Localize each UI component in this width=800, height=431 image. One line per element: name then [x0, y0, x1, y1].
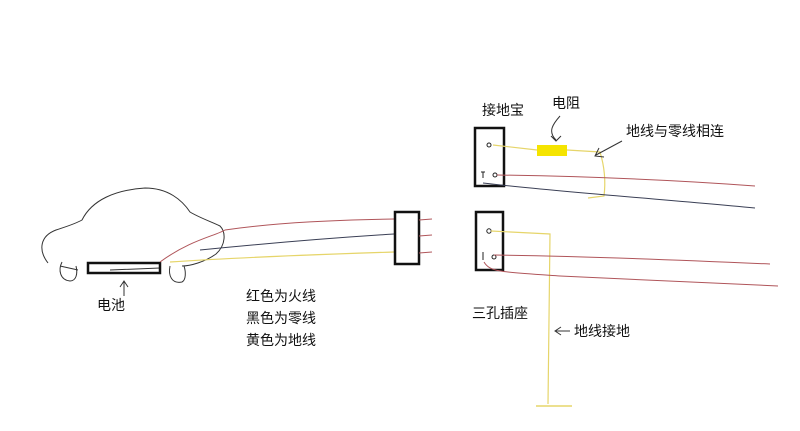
socket-live-wire [493, 254, 771, 265]
ground-box-label: 接地宝 [482, 103, 524, 119]
ground-connection-label: 地线接地 [574, 324, 630, 340]
socket-box [474, 210, 505, 272]
ground-box-hole-right [492, 172, 498, 178]
connector-stubs [418, 218, 433, 254]
ground-box-hole-top [486, 142, 492, 148]
socket-ground-wire [490, 230, 551, 405]
legend-neutral: 黑色为零线 [246, 311, 316, 327]
live-wire-car [159, 218, 395, 263]
connector-box [393, 210, 421, 266]
ground-wire-car [169, 251, 395, 263]
legend-ground: 黄色为地线 [246, 333, 316, 349]
car-rear-wheel [59, 261, 78, 282]
wire-color-legend: 红色为火线 黑色为零线 黄色为地线 [246, 286, 316, 352]
socket-neutral-wire [483, 261, 779, 287]
ground-box-neutral-wire [482, 182, 756, 209]
ground-box-hole-left [481, 171, 485, 178]
battery-label: 电池 [97, 298, 125, 314]
car-sketch [41, 187, 225, 283]
car-body [41, 187, 225, 271]
link-arrow [594, 140, 623, 158]
neutral-wire-car [199, 233, 395, 251]
ground-neutral-link-label: 地线与零线相连 [626, 124, 724, 140]
resistor-block [537, 145, 567, 156]
ground-box-live-wire [496, 174, 756, 187]
socket-hole-right [491, 254, 497, 260]
socket-label: 三孔插座 [472, 306, 528, 322]
battery-box [86, 261, 162, 275]
ground-box [473, 126, 506, 188]
socket-hole-top [486, 228, 492, 234]
resistor-arrow [550, 115, 562, 142]
ground-box-yellow-to-resistor [492, 144, 538, 151]
ground-box-yellow-link [566, 149, 606, 199]
resistor-label: 电阻 [552, 96, 580, 112]
car-front-wheel [169, 265, 186, 283]
battery-arrow [119, 280, 129, 296]
ground-arrow [554, 326, 570, 336]
legend-live: 红色为火线 [246, 289, 316, 305]
